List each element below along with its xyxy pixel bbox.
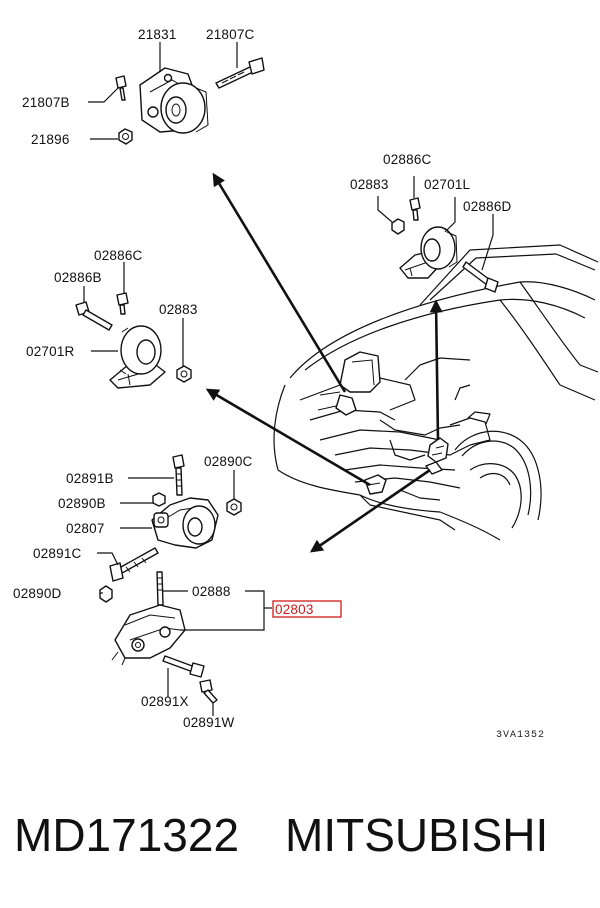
pointer-arrows: [205, 172, 443, 553]
label-02803: 02803: [275, 602, 314, 617]
label-02890b: 02890B: [58, 496, 106, 511]
label-02886b: 02886B: [54, 270, 102, 285]
callout-labels: 21831 21807C 21807B 21896 02886C 02883 0…: [13, 27, 545, 741]
label-02807: 02807: [66, 521, 105, 536]
car-engine-bay-outline: [273, 244, 599, 541]
diagram-code: 3VA1352: [496, 730, 545, 741]
label-02890d: 02890D: [13, 586, 62, 601]
label-02891c: 02891C: [33, 546, 82, 561]
label-02701r: 02701R: [26, 344, 75, 359]
label-02891b: 02891B: [66, 471, 114, 486]
label-02886d: 02886D: [463, 199, 512, 214]
label-21807c: 21807C: [206, 27, 255, 42]
right-mount-group: [377, 176, 499, 293]
label-21831: 21831: [138, 27, 177, 42]
label-21807b: 21807B: [22, 95, 70, 110]
label-02890c: 02890C: [204, 454, 253, 469]
footer-caption: MD171322 MITSUBISHI: [14, 808, 600, 878]
top-mount-group: [88, 42, 265, 145]
label-02883-right: 02883: [350, 177, 389, 192]
left-mount-group: [75, 262, 192, 389]
engine-mount-diagram: 21831 21807C 21807B 21896 02886C 02883 0…: [13, 27, 599, 741]
label-02886c-left: 02886C: [94, 248, 143, 263]
lower-mount-group: [97, 454, 272, 716]
highlight-box-02803: [272, 600, 342, 618]
label-02891w: 02891W: [183, 715, 235, 730]
label-02701l: 02701L: [424, 177, 471, 192]
label-21896: 21896: [31, 132, 70, 147]
label-02888: 02888: [192, 584, 231, 599]
label-02886c-right: 02886C: [383, 152, 432, 167]
brand-name: MITSUBISHI: [285, 809, 549, 861]
label-02891x: 02891X: [141, 694, 189, 709]
label-02883-left: 02883: [159, 302, 198, 317]
part-number: MD171322: [14, 809, 240, 861]
